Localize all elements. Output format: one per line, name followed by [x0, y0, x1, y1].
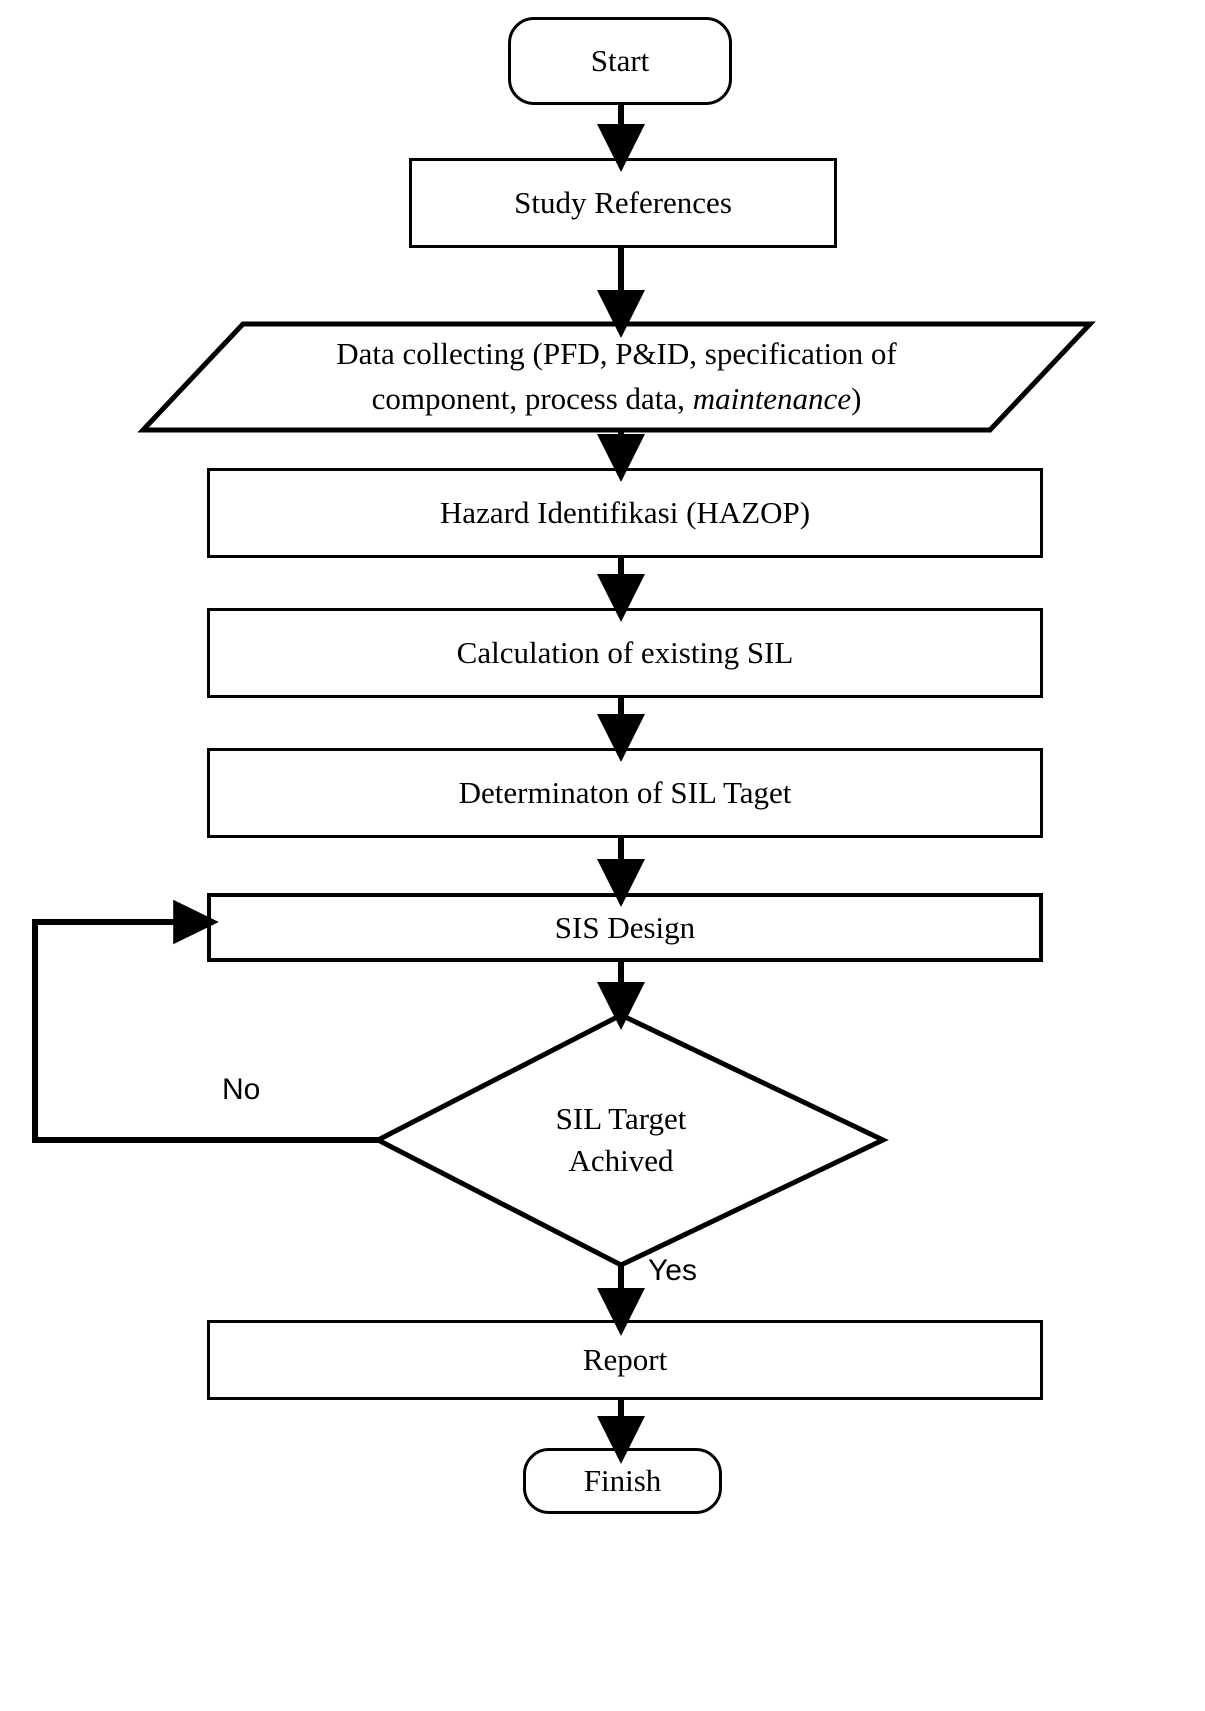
- node-data-collecting-line2-suffix: ): [851, 381, 862, 416]
- node-hazard-identification-label: Hazard Identifikasi (HAZOP): [439, 495, 811, 530]
- node-finish-label: Finish: [583, 1463, 662, 1498]
- node-finish[interactable]: Finish: [523, 1448, 722, 1514]
- node-hazard-identification[interactable]: Hazard Identifikasi (HAZOP): [207, 468, 1043, 558]
- node-calculation-existing-sil-label: Calculation of existing SIL: [456, 635, 794, 670]
- node-determination-sil-target[interactable]: Determinaton of SIL Taget: [207, 748, 1043, 838]
- node-report-label: Report: [582, 1342, 668, 1377]
- node-decision-sil-target-achieved[interactable]: SIL Target Achived: [471, 1085, 771, 1195]
- node-sis-design-label: SIS Design: [554, 909, 696, 945]
- node-determination-sil-target-label: Determinaton of SIL Taget: [458, 775, 792, 810]
- edge-label-no: No: [222, 1073, 261, 1106]
- node-data-collecting-line1: Data collecting (PFD, P&ID, specificatio…: [336, 336, 897, 372]
- node-data-collecting-line2-prefix: component, process data,: [371, 381, 693, 416]
- node-decision-line1: SIL Target: [555, 1101, 687, 1137]
- node-start-label: Start: [590, 43, 650, 78]
- node-sis-design[interactable]: SIS Design: [207, 893, 1043, 962]
- node-calculation-existing-sil[interactable]: Calculation of existing SIL: [207, 608, 1043, 698]
- node-study-references[interactable]: Study References: [409, 158, 837, 248]
- node-data-collecting[interactable]: Data collecting (PFD, P&ID, specificatio…: [243, 324, 990, 430]
- node-study-references-label: Study References: [514, 185, 732, 220]
- node-start[interactable]: Start: [508, 17, 732, 105]
- edge-label-yes: Yes: [648, 1254, 697, 1287]
- node-data-collecting-line2-italic: maintenance: [692, 381, 852, 416]
- node-report[interactable]: Report: [207, 1320, 1043, 1400]
- node-data-collecting-line2: component, process data, maintenance): [372, 377, 862, 422]
- node-decision-line2: Achived: [568, 1143, 674, 1178]
